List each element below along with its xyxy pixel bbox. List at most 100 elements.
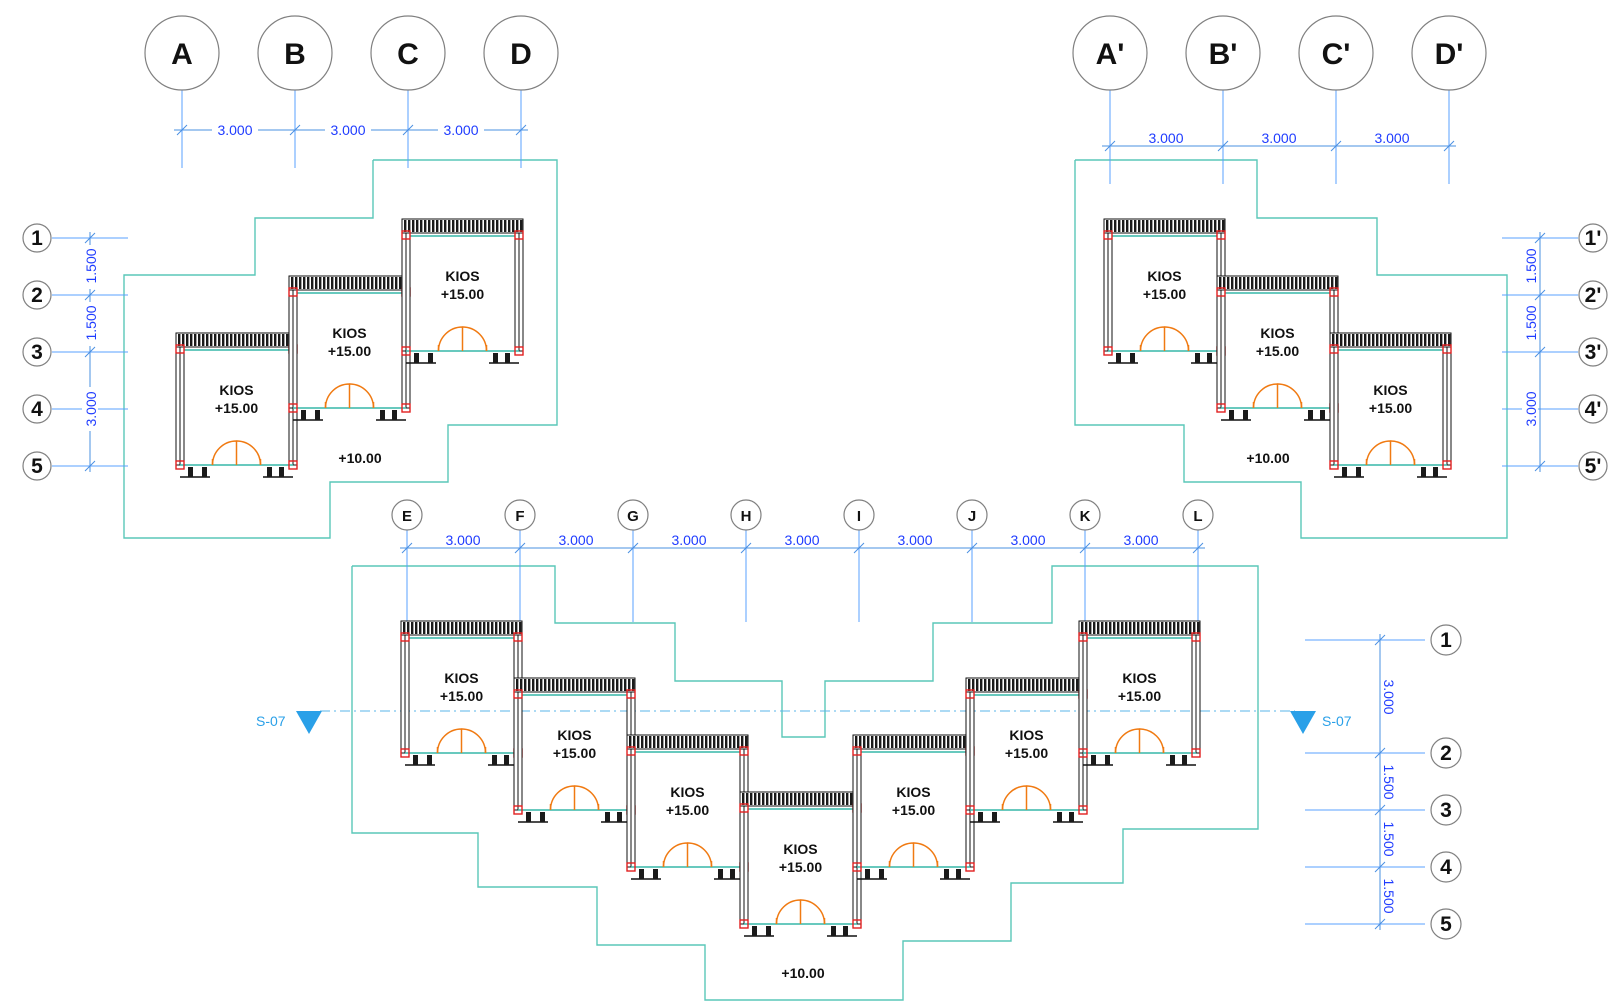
wall-hatch [1420,334,1423,346]
row-label-3: 3 [31,341,43,364]
door-leaf-right-icon [1390,440,1416,466]
wall-hatch [822,793,825,805]
wall-hatch [1125,622,1128,634]
wall-hatch [649,736,652,748]
wall-hatch [278,334,281,346]
kiosk-post [1207,353,1212,363]
wall-hatch [1064,679,1067,691]
row-label-4-prime: 4' [1585,398,1602,421]
wall-hatch [480,220,483,232]
wall-hatch [915,736,918,748]
wall-hatch [750,793,753,805]
wall-hatch [1137,622,1140,634]
wall-hatch [455,622,458,634]
wall-hatch [1331,277,1334,289]
column-marker [1329,460,1339,470]
wall-hatch [488,220,491,232]
wall-hatch [1222,220,1225,232]
row-label-5: 5 [1440,913,1452,936]
axis-bubble-C-prime [1298,15,1374,91]
wall-hatch [1335,277,1338,289]
row-label-3-prime: 3' [1585,341,1602,364]
wall-hatch [266,334,269,346]
column-marker [401,403,411,413]
wall-hatch [1295,277,1298,289]
wall-hatch [274,334,277,346]
wall-hatch [190,334,193,346]
wall-hatch [516,679,519,691]
wall-hatch [1303,277,1306,289]
wall-hatch [1364,334,1367,346]
wall-hatch [976,679,979,691]
wall-hatch [528,679,531,691]
kiosk-elevation: +15.00 [328,343,371,359]
wall-hatch [1044,679,1047,691]
row-dim-label: 1.500 [1523,305,1539,340]
wall-hatch [1424,334,1427,346]
wall-hatch [1388,334,1391,346]
column-marker [288,460,298,470]
kiosk-post [1433,467,1438,477]
wall-hatch [1440,334,1443,346]
wall-hatch [1206,220,1209,232]
wall-hatch [484,220,487,232]
wall-hatch [436,220,439,232]
wall-hatch [1291,277,1294,289]
door-leaf-right-icon [1164,326,1190,352]
kiosk-post [617,812,622,822]
kiosk-post [267,467,272,477]
wall-hatch [508,220,511,232]
wall-hatch [1327,277,1330,289]
wall-hatch [540,679,543,691]
wall-hatch [464,220,467,232]
wall-hatch [1193,622,1196,634]
wall-hatch [632,679,635,691]
wall-hatch [681,736,684,748]
dim-label: 3.000 [1374,130,1409,146]
wall-hatch [624,679,627,691]
wall-hatch [1126,220,1129,232]
dim-label: 3.000 [1261,130,1296,146]
wall-hatch [762,793,765,805]
wall-hatch [746,793,749,805]
row-bubble-3 [22,337,52,367]
wall-hatch [516,220,519,232]
kiosk-post [427,755,432,765]
door-leaf-left-icon [437,326,464,352]
axis-bubble-C [370,15,446,91]
wall-hatch [661,736,664,748]
wall-hatch [444,220,447,232]
kiosk-post [766,926,771,936]
axis-bubble-F [504,499,536,531]
door-leaf-left-icon [324,383,351,409]
wall-hatch [1352,334,1355,346]
axis-label-G: G [627,508,639,525]
wall-hatch [1384,334,1387,346]
floor-elevation: +10.00 [1246,450,1289,466]
axis-label-J: J [968,508,976,525]
wall-hatch [959,736,962,748]
wall-hatch [790,793,793,805]
wall-hatch [1247,277,1250,289]
wall-hatch [887,736,890,748]
wall-hatch [1134,220,1137,232]
wall-hatch [963,736,966,748]
row-label-2: 2 [1440,742,1452,765]
column-marker [1329,344,1339,354]
wall-hatch [1040,679,1043,691]
wall-hatch [883,736,886,748]
wall-hatch [794,793,797,805]
column-marker [1078,805,1088,815]
wall-hatch [600,679,603,691]
wall-hatch [1122,220,1125,232]
wall-hatch [1311,277,1314,289]
wall-hatch [1032,679,1035,691]
kiosk-post [653,869,658,879]
wall-hatch [420,220,423,232]
wall-hatch [1106,220,1109,232]
wall-hatch [186,334,189,346]
wall-hatch [387,277,390,289]
axis-bubble-B [257,15,333,91]
wall-hatch [226,334,229,346]
column-marker [1103,230,1113,240]
